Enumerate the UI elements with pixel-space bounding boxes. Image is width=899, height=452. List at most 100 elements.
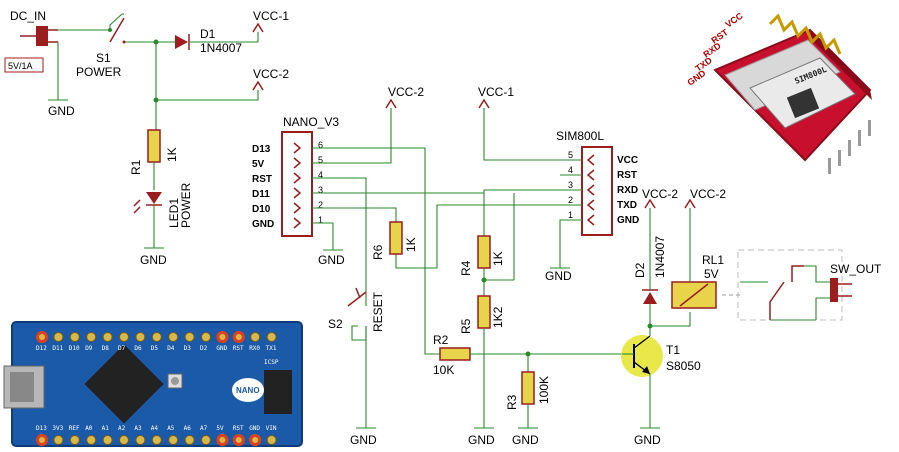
nano-top-pin-pad <box>119 332 129 342</box>
rl1-ref: RL1 <box>702 253 724 267</box>
nano-bottom-pin-label: A4 <box>151 425 159 432</box>
nano-header: NANO_V3 D13 5V RST D11 D10 GND 6 5 4 3 2… <box>252 85 424 237</box>
nano-top-pin-pad <box>135 332 146 342</box>
nano-pin-0: D13 <box>252 144 271 155</box>
nano-pin-3: D11 <box>252 189 270 200</box>
s1-name: POWER <box>76 65 122 79</box>
nano-top-pin-label: D7 <box>118 345 126 352</box>
resistor-r1 <box>147 129 161 163</box>
relay-contact <box>740 265 830 321</box>
nano-bottom-pin-pad <box>119 435 129 445</box>
nano-wires <box>312 108 484 355</box>
r1-val: 1K <box>165 147 179 162</box>
nano-bottom-pin-pad <box>53 435 64 445</box>
resistor-r3: R3 100K <box>505 371 551 410</box>
sim-num-1: 4 <box>568 165 573 175</box>
r2-val: 10K <box>433 363 454 377</box>
s1-ref: S1 <box>96 51 111 65</box>
sim800l-header: SIM800L VCC RST RXD TXD GND 5 4 3 2 1 VC… <box>478 85 639 236</box>
sim-num-2: 3 <box>568 180 573 190</box>
nano-bottom-pin-pad <box>201 435 211 445</box>
nano-top-pin-label: D6 <box>134 345 142 352</box>
led1-name: POWER <box>179 182 193 228</box>
nano-bottom-pin-pad <box>86 435 97 445</box>
t1-part: S8050 <box>666 359 701 373</box>
nano-bottom-pin-label: A0 <box>85 425 93 432</box>
nano-top-pin-pad <box>168 332 179 342</box>
nano-bottom-pin-label: A3 <box>134 425 142 432</box>
nano-bottom-pin-pad <box>151 435 162 445</box>
module-pin-0: VCC <box>723 10 745 29</box>
r5-ref: R5 <box>459 318 473 334</box>
module-pin-4: GND <box>685 68 708 88</box>
nano-top-pin-label: D8 <box>102 345 110 352</box>
r3-val: 100K <box>537 376 551 404</box>
nano-bottom-pin-label: 5V <box>216 425 224 432</box>
sim-title: SIM800L <box>556 129 604 143</box>
sim-num-4: 1 <box>568 210 573 220</box>
nano-top-pin-pad <box>86 332 97 342</box>
nano-bottom-pin-pad <box>184 435 195 445</box>
mcu-chip <box>84 344 164 424</box>
nano-bottom-pin-label: A7 <box>200 425 208 432</box>
r6-val: 1K <box>404 237 418 252</box>
d2-ref: D2 <box>633 262 647 278</box>
nano-bottom-pin-pad <box>168 435 179 445</box>
sim-pin-3: TXD <box>617 200 637 211</box>
dc-jack <box>36 26 48 46</box>
nano-bottom-pin-pad <box>232 434 245 446</box>
nano-pin-5: GND <box>252 219 274 230</box>
nano-bottom-pin-label: A2 <box>118 425 126 432</box>
vcc1-sim: VCC-1 <box>478 85 514 99</box>
nano-top-pin-label: D5 <box>151 345 159 352</box>
resistor-r5: R5 1K2 <box>459 295 505 334</box>
gnd-label-r3: GND <box>512 433 539 447</box>
diode-d1 <box>175 35 188 49</box>
nano-bottom-pin-pad <box>249 434 262 446</box>
nano-top-pin-pad <box>216 331 229 343</box>
vcc2-power: VCC-2 <box>253 67 289 81</box>
nano-bottom-pin-pad <box>135 435 146 445</box>
reset-switch: S2 RESET GND <box>328 287 385 447</box>
nano-bottom-pin-label: D13 <box>36 425 47 432</box>
r4-ref: R4 <box>459 260 473 276</box>
nano-bottom-pin-label: VIN <box>266 425 277 432</box>
r2-ref: R2 <box>433 333 449 347</box>
vcc1-power: VCC-1 <box>253 9 289 23</box>
nano-bottom-pin-label: A6 <box>184 425 192 432</box>
vcc2-nano: VCC-2 <box>388 85 424 99</box>
s2-ref: S2 <box>328 317 343 331</box>
nano-top-pin-label: D10 <box>69 345 80 352</box>
nano-bottom-pin-pad <box>36 434 48 446</box>
power-switch <box>109 17 125 43</box>
r4-val: 1K <box>491 251 505 266</box>
t1-ref: T1 <box>666 343 680 357</box>
d1-part: 1N4007 <box>200 41 242 55</box>
diode-d2: D2 1N4007 <box>633 208 667 326</box>
rating-box <box>4 57 44 73</box>
nano-num-3: 3 <box>318 185 323 195</box>
nano-bottom-pin-pad <box>69 435 80 445</box>
gnd-label-sim: GND <box>545 269 572 283</box>
r3-ref: R3 <box>505 394 519 410</box>
dc-in-label: DC_IN <box>10 9 46 23</box>
nano-top-pin-pad <box>184 332 195 342</box>
nano-top-pin-pad <box>232 331 245 343</box>
r6-ref: R6 <box>371 244 385 260</box>
rating-label: 5V/1A <box>8 61 33 71</box>
nano-num-2: 4 <box>318 170 323 180</box>
nano-bottom-pin-pad <box>266 435 277 445</box>
nano-top-pin-label: RST <box>233 345 244 352</box>
nano-pin-1: 5V <box>252 159 265 170</box>
nano-top-pin-pad <box>201 332 211 342</box>
sim-num-0: 5 <box>568 150 573 160</box>
gnd-label-led: GND <box>140 253 167 267</box>
gnd-label-r5: GND <box>468 433 495 447</box>
nano-num-5: 1 <box>318 215 323 225</box>
transistor-t1: T1 S8050 <box>621 335 701 377</box>
nano-pin-4: D10 <box>252 204 271 215</box>
nano-bottom-pin-label: REF <box>69 425 80 432</box>
sim-pin-4: GND <box>617 215 639 226</box>
